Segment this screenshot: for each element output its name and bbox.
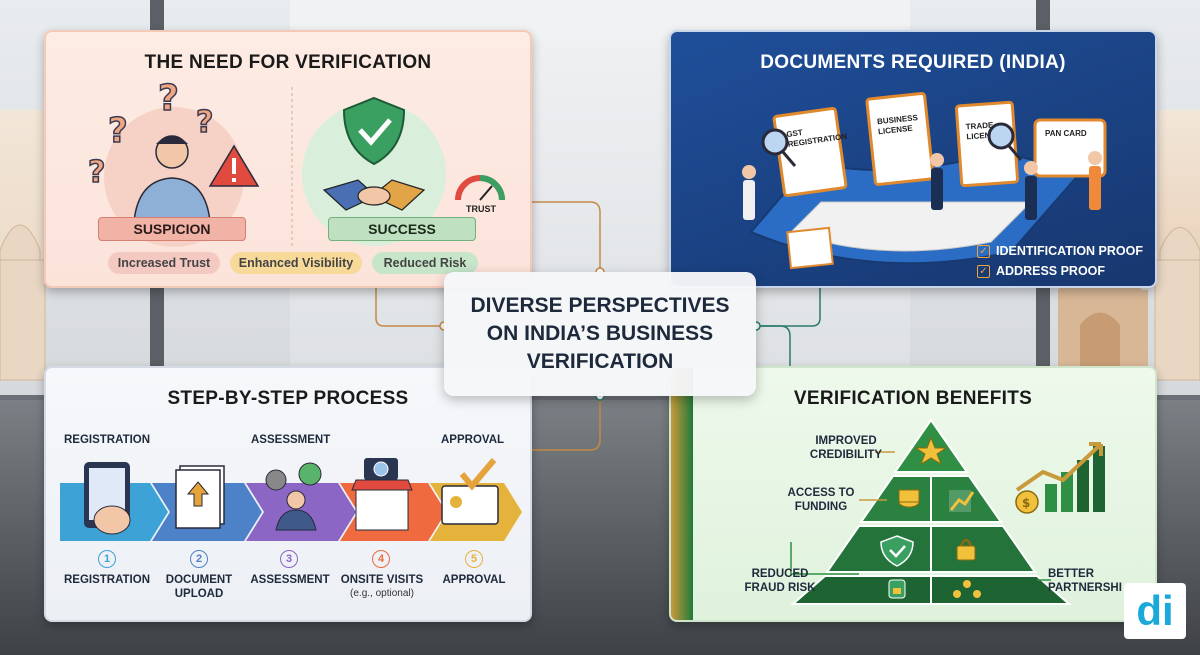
suspicion-label: SUSPICION bbox=[98, 217, 246, 241]
checkbox-icon: ✓ bbox=[977, 264, 990, 278]
need-for-verification-panel: THE NEED FOR VERIFICATION ? ? ? ? bbox=[44, 30, 532, 288]
svg-text:$: $ bbox=[1022, 496, 1030, 510]
benefit-better-partnership: BETTER PARTNERSHI bbox=[1048, 568, 1122, 594]
handshake-icon bbox=[322, 179, 426, 211]
top-label-approval: APPROVAL bbox=[441, 434, 505, 446]
svg-text:LICENSE: LICENSE bbox=[878, 124, 914, 137]
star-icon bbox=[914, 436, 948, 466]
benefit-improved-credibility: IMPROVED CREDIBILITY bbox=[809, 435, 883, 461]
di-logo: di bbox=[1124, 583, 1186, 639]
growth-bars-icon: $ bbox=[1015, 442, 1105, 514]
docs-title: DOCUMENTS REQUIRED (INDIA) bbox=[760, 52, 1066, 73]
storefront-camera-icon bbox=[351, 458, 413, 531]
pill-enhanced-visibility: Enhanced Visibility bbox=[230, 252, 362, 274]
documents-illustration: GST REGISTRATION BUSINESS LICENSE TRADE … bbox=[742, 92, 1107, 270]
document-icon bbox=[772, 92, 1107, 198]
step-label-3: ASSESSMENT bbox=[250, 574, 330, 586]
svg-text:?: ? bbox=[108, 111, 128, 151]
step-label-5: APPROVAL bbox=[442, 574, 506, 586]
upload-doc-icon bbox=[175, 465, 225, 529]
documents-required-panel: DOCUMENTS REQUIRED (INDIA) GST REGISTRAT… bbox=[669, 30, 1157, 288]
svg-text:PAN CARD: PAN CARD bbox=[1045, 129, 1087, 138]
trust-gauge-icon bbox=[455, 175, 505, 201]
warning-icon bbox=[208, 144, 260, 187]
benefit-reduced-fraud-risk: REDUCED FRAUD RISK bbox=[744, 568, 816, 594]
coins-icon bbox=[898, 489, 920, 508]
step-sub-4: (e.g., optional) bbox=[350, 588, 414, 599]
gst-doc-label: GST bbox=[786, 128, 804, 139]
process-title: STEP-BY-STEP PROCESS bbox=[167, 388, 409, 409]
success-label: SUCCESS bbox=[328, 217, 476, 241]
magnifier-icon bbox=[761, 122, 1023, 167]
gear-team-icon bbox=[265, 462, 322, 531]
people-network-icon bbox=[953, 580, 981, 598]
svg-text:?: ? bbox=[88, 155, 105, 190]
step-number-3: 3 bbox=[280, 550, 298, 568]
svg-text:?: ? bbox=[196, 105, 213, 140]
shield-check-icon bbox=[880, 535, 914, 567]
trust-label: TRUST bbox=[466, 204, 496, 214]
verification-benefits-panel: VERIFICATION BENEFITS $ bbox=[669, 366, 1157, 622]
step-number-2: 2 bbox=[190, 550, 208, 568]
tablet-icon bbox=[84, 462, 131, 535]
top-label-assessment: ASSESSMENT bbox=[251, 434, 331, 446]
step-number-4: 4 bbox=[372, 550, 390, 568]
top-label-registration: REGISTRATION bbox=[64, 434, 151, 446]
person-icon bbox=[742, 151, 1102, 220]
growth-chart-icon bbox=[949, 490, 975, 512]
benefits-title: VERIFICATION BENEFITS bbox=[793, 388, 1033, 409]
approval-card-icon bbox=[441, 458, 499, 525]
need-illustration: ? ? ? ? bbox=[87, 77, 505, 247]
checkbox-icon: ✓ bbox=[977, 244, 990, 258]
svg-text:TRADE: TRADE bbox=[965, 120, 994, 131]
question-mark-icon: ? ? ? ? bbox=[87, 77, 214, 191]
need-title: THE NEED FOR VERIFICATION bbox=[144, 52, 432, 73]
lock-shield-icon bbox=[888, 579, 906, 599]
pill-reduced-risk: Reduced Risk bbox=[372, 252, 478, 274]
svg-text:BUSINESS: BUSINESS bbox=[877, 113, 919, 126]
pill-increased-trust: Increased Trust bbox=[108, 252, 220, 274]
shield-check-icon bbox=[342, 96, 406, 166]
padlock-icon bbox=[956, 538, 976, 561]
svg-text:?: ? bbox=[158, 78, 179, 119]
center-title: DIVERSE PERSPECTIVES ON INDIA’S BUSINESS… bbox=[470, 294, 730, 373]
check-address-proof: ✓ ADDRESS PROOF bbox=[977, 264, 1105, 278]
svg-text:LICENSE: LICENSE bbox=[966, 130, 1002, 141]
person-icon bbox=[133, 135, 211, 223]
step-number-5: 5 bbox=[465, 550, 483, 568]
benefit-access-to-funding: ACCESS TO FUNDING bbox=[787, 487, 855, 513]
benefits-pyramid: $ bbox=[790, 418, 1105, 605]
check-identification-proof: ✓ IDENTIFICATION PROOF bbox=[977, 244, 1143, 258]
step-label-4: ONSITE VISITS bbox=[340, 574, 424, 586]
center-title-card: DIVERSE PERSPECTIVES ON INDIA’S BUSINESS… bbox=[444, 272, 756, 396]
step-label-1: REGISTRATION bbox=[63, 574, 151, 586]
step-number-1: 1 bbox=[98, 550, 116, 568]
step-label-2: DOCUMENT UPLOAD bbox=[165, 574, 233, 600]
